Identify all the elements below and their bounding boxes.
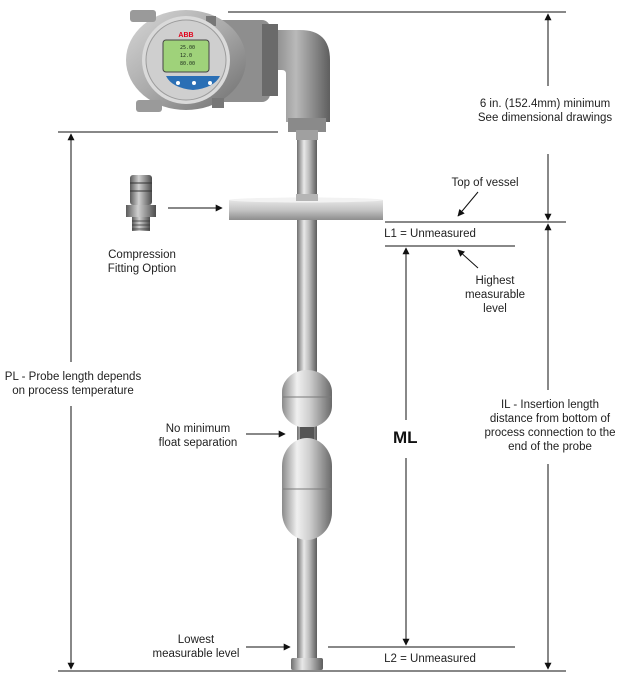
l2-label: L2 = Unmeasured: [384, 653, 476, 665]
compression-fitting-icon: [126, 175, 156, 231]
il-line1: IL - Insertion length: [500, 399, 600, 411]
ml-label: ML: [393, 428, 418, 447]
compression-fitting-label: Compression Fitting Option: [94, 248, 190, 276]
brand-logo: ABB: [178, 32, 193, 39]
min-height-line2: See dimensional drawings: [477, 112, 613, 124]
probe-end-stop: [291, 658, 323, 670]
lowest-line2: measurable level: [152, 648, 240, 660]
compression-line1: Compression: [108, 249, 176, 261]
lcd-line2: 12.0: [180, 53, 192, 59]
lcd-line3: 80.00: [180, 61, 195, 67]
pl-line2: on process temperature: [12, 385, 134, 397]
lcd-line1: 25.00: [180, 45, 195, 51]
min-height-line1: 6 in. (152.4mm) minimum: [479, 98, 611, 110]
il-line4: end of the probe: [508, 441, 592, 453]
process-flange: [229, 194, 383, 220]
probe-length-label: PL - Probe length depends on process tem…: [0, 370, 146, 398]
highest-leader: [457, 249, 479, 269]
min-height-label: 6 in. (152.4mm) minimum See dimensional …: [466, 97, 624, 125]
highest-line2: measurable: [464, 289, 526, 301]
highest-line1: Highest: [475, 275, 515, 287]
lower-float: [282, 438, 332, 540]
transmitter-housing: 25.00 12.0 80.00 ABB: [126, 10, 278, 112]
insertion-length-label: IL - Insertion length distance from bott…: [478, 398, 622, 454]
highest-line3: level: [483, 303, 507, 315]
upper-float: [282, 370, 332, 428]
no-min-line1: No minimum: [165, 423, 231, 435]
lowest-line1: Lowest: [177, 634, 215, 646]
compression-line2: Fitting Option: [107, 263, 177, 275]
il-line2: distance from bottom of: [489, 413, 611, 425]
float-separation-label: No minimum float separation: [150, 422, 246, 450]
lcd-display: [162, 39, 210, 73]
l1-label: L1 = Unmeasured: [384, 228, 476, 240]
elbow-conduit: [262, 30, 330, 140]
top-of-vessel-leader: [457, 191, 479, 217]
lowest-level-label: Lowest measurable level: [148, 633, 244, 661]
pl-line1: PL - Probe length depends: [4, 371, 142, 383]
il-line3: process connection to the: [484, 427, 616, 439]
no-min-line2: float separation: [158, 437, 238, 449]
dimension-lines: [58, 11, 566, 672]
top-of-vessel-label: Top of vessel: [451, 177, 519, 189]
highest-level-label: Highest measurable level: [452, 274, 538, 316]
